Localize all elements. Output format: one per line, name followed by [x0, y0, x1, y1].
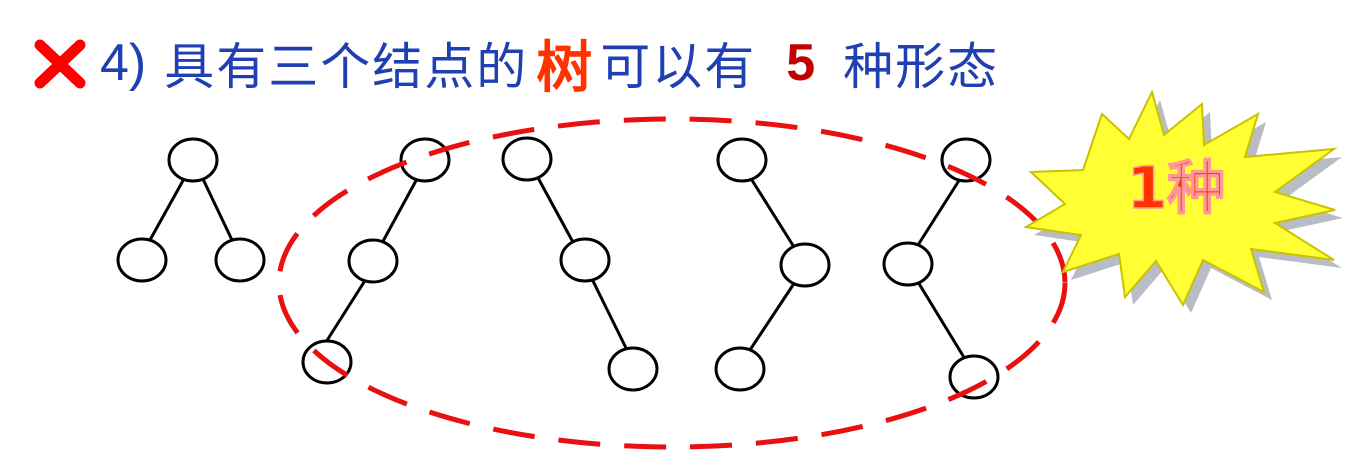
tree-node	[167, 137, 219, 183]
tree-node	[714, 346, 766, 392]
tree-edge	[746, 281, 797, 354]
tree-edge	[916, 281, 967, 360]
title-highlight: 树	[536, 35, 593, 101]
tree-node	[116, 237, 168, 283]
tree-edge	[748, 176, 796, 248]
tree-node	[779, 242, 831, 288]
tree-node	[214, 237, 266, 283]
tree-edge	[148, 176, 187, 241]
tree-node	[607, 346, 659, 392]
tree-edge	[535, 175, 576, 245]
tree-right-right	[501, 136, 659, 392]
title-middle: 可以有	[600, 38, 757, 96]
tree-balanced	[116, 137, 266, 283]
tree-node	[882, 241, 934, 287]
tree-node	[347, 238, 399, 284]
tree-node	[716, 137, 768, 183]
tree-edge	[380, 176, 420, 244]
tree-right-left	[714, 137, 831, 392]
tree-edge	[590, 278, 629, 351]
tree-left-right	[882, 137, 1000, 400]
tree-node	[559, 237, 611, 283]
wrong-mark-icon	[34, 39, 86, 89]
tree-node	[948, 354, 1000, 400]
grouping-ellipse	[276, 116, 1068, 450]
tree-node	[501, 136, 553, 182]
tree-edge	[916, 178, 962, 246]
title-suffix: 种形态	[843, 38, 1000, 96]
title-count: 5	[786, 34, 816, 92]
tree-edge	[324, 278, 368, 343]
badge-label: 1种	[1127, 154, 1225, 222]
title-prefix: 具有三个结点的	[164, 38, 529, 96]
burst-badge: 1种	[1023, 89, 1343, 313]
burst-shape	[1023, 89, 1338, 308]
question-number: 4)	[100, 34, 147, 92]
tree-node	[399, 137, 451, 183]
question-title: 4) 具有三个结点的 树 可以有 5 种形态	[34, 18, 999, 108]
tree-edge	[200, 176, 234, 241]
